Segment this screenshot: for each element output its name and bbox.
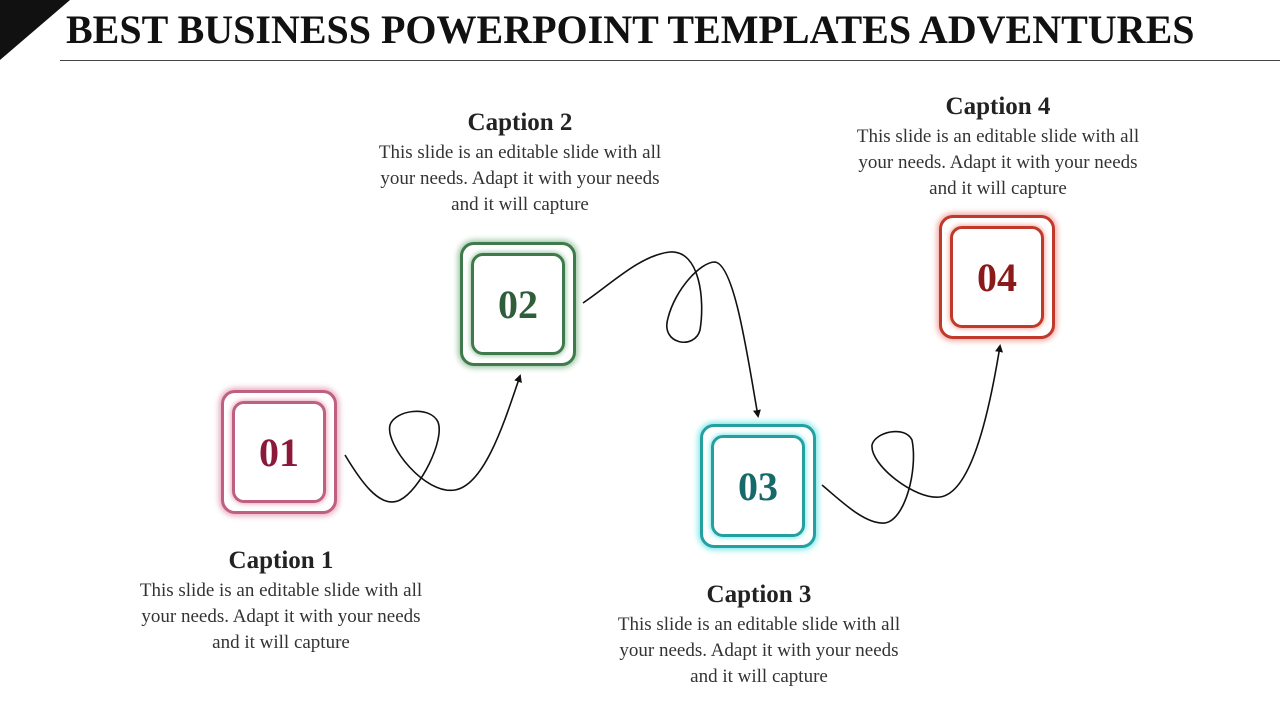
step-box-inner: 02 — [471, 253, 565, 355]
caption-title: Caption 4 — [945, 93, 1051, 120]
caption-block-2: Caption 2 This slide is an editable slid… — [370, 108, 670, 218]
step-box-inner: 04 — [950, 226, 1044, 328]
slide-title: BEST BUSINESS POWERPOINT TEMPLATES ADVEN… — [66, 7, 1195, 52]
step-box-03: 03 — [700, 424, 816, 548]
step-box-01: 01 — [221, 390, 337, 514]
corner-triangle — [0, 0, 70, 60]
step-number: 02 — [498, 281, 538, 327]
step-box-inner: 01 — [232, 401, 326, 503]
step-box-02: 02 — [460, 242, 576, 366]
caption-text: This slide is an editable slide with all… — [378, 142, 662, 215]
caption-title: Caption 2 — [467, 109, 573, 136]
caption-block-4: Caption 4 This slide is an editable slid… — [848, 92, 1148, 202]
step-box-inner: 03 — [711, 435, 805, 537]
connector-1-to-2 — [344, 374, 522, 503]
caption-block-3: Caption 3 This slide is an editable slid… — [609, 580, 909, 690]
title-underline — [60, 60, 1280, 61]
caption-block-1: Caption 1 This slide is an editable slid… — [131, 546, 431, 656]
caption-text: This slide is an editable slide with all… — [856, 126, 1140, 199]
caption-text: This slide is an editable slide with all… — [139, 580, 423, 653]
step-number: 01 — [259, 429, 299, 475]
step-number: 04 — [977, 254, 1017, 300]
connector-2-to-3 — [582, 251, 761, 418]
caption-title: Caption 3 — [706, 581, 812, 608]
step-box-04: 04 — [939, 215, 1055, 339]
step-number: 03 — [738, 463, 778, 509]
connector-3-to-4 — [821, 344, 1003, 524]
caption-title: Caption 1 — [228, 547, 334, 574]
caption-text: This slide is an editable slide with all… — [617, 614, 901, 687]
